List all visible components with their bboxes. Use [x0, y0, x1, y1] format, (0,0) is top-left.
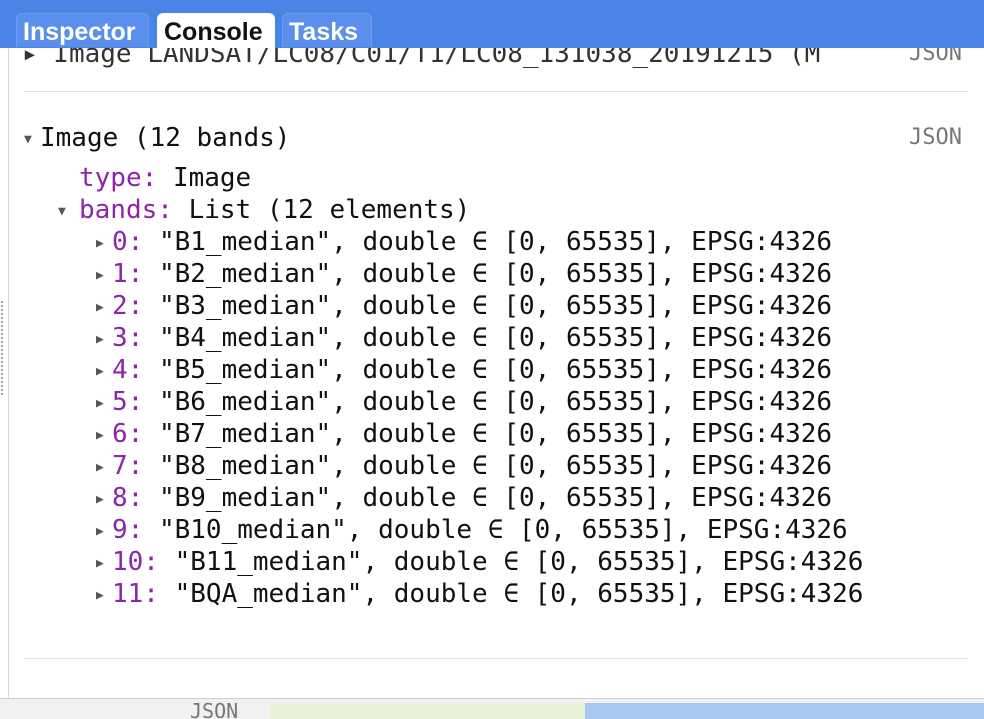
previous-json-button[interactable]: JSON	[909, 48, 962, 66]
band-index: 10:	[112, 547, 159, 577]
band-value: "B9_median", double ∈ [0, 65535], EPSG:4…	[158, 483, 833, 513]
band-row[interactable]: ▶ 5: "B6_median", double ∈ [0, 65535], EP…	[96, 386, 832, 420]
map-area	[270, 703, 600, 719]
band-value: "B1_median", double ∈ [0, 65535], EPSG:4…	[158, 227, 833, 257]
bands-key: bands:	[79, 195, 173, 225]
triangle-right-icon[interactable]: ▶	[96, 364, 104, 379]
band-value: "B5_median", double ∈ [0, 65535], EPSG:4…	[158, 355, 833, 385]
previous-entry-text: ▸ Image LANDSAT/LC08/C01/T1/LC08_131038_…	[22, 48, 821, 69]
band-row[interactable]: ▶ 0: "B1_median", double ∈ [0, 65535], EP…	[96, 226, 832, 260]
console-panel: ▸ Image LANDSAT/LC08/C01/T1/LC08_131038_…	[0, 48, 984, 698]
tab-bar: Inspector Console Tasks	[0, 0, 984, 49]
triangle-right-icon[interactable]: ▶	[96, 332, 104, 347]
band-value: "B6_median", double ∈ [0, 65535], EPSG:4…	[158, 387, 833, 417]
triangle-right-icon[interactable]: ▶	[96, 268, 104, 283]
band-value: "B4_median", double ∈ [0, 65535], EPSG:4…	[158, 323, 833, 353]
bands-property[interactable]: ▼ bands: List (12 elements)	[58, 194, 470, 228]
map-water-area	[585, 703, 984, 719]
band-row[interactable]: ▶ 8: "B9_median", double ∈ [0, 65535], EP…	[96, 482, 832, 516]
band-row[interactable]: ▶ 6: "B7_median", double ∈ [0, 65535], EP…	[96, 418, 832, 452]
type-property: type: Image	[79, 162, 251, 194]
image-entry-title: Image (12 bands)	[40, 123, 291, 153]
band-index: 8:	[112, 483, 144, 513]
triangle-right-icon[interactable]: ▶	[96, 236, 104, 251]
tab-tasks[interactable]: Tasks	[282, 13, 372, 47]
band-index: 11:	[112, 579, 159, 609]
triangle-right-icon[interactable]: ▶	[96, 300, 104, 315]
tab-console[interactable]: Console	[157, 13, 275, 49]
bands-value: List (12 elements)	[188, 195, 471, 225]
type-key: type:	[79, 163, 158, 193]
band-row[interactable]: ▶ 10: "B11_median", double ∈ [0, 65535], …	[96, 546, 863, 580]
triangle-right-icon[interactable]: ▶	[96, 588, 104, 603]
band-value: "B10_median", double ∈ [0, 65535], EPSG:…	[158, 515, 848, 545]
entry-divider	[24, 91, 968, 92]
band-row[interactable]: ▶ 11: "BQA_median", double ∈ [0, 65535], …	[96, 578, 863, 612]
band-row[interactable]: ▶ 9: "B10_median", double ∈ [0, 65535], E…	[96, 514, 848, 548]
previous-console-entry[interactable]: ▸ Image LANDSAT/LC08/C01/T1/LC08_131038_…	[22, 48, 967, 74]
triangle-right-icon[interactable]: ▶	[96, 460, 104, 475]
band-index: 2:	[112, 291, 144, 321]
band-index: 5:	[112, 387, 144, 417]
band-index: 6:	[112, 419, 144, 449]
triangle-down-icon[interactable]: ▼	[24, 132, 32, 147]
resize-grip-icon[interactable]	[0, 300, 4, 396]
band-value: "B11_median", double ∈ [0, 65535], EPSG:…	[174, 547, 864, 577]
type-value: Image	[172, 163, 252, 193]
band-row[interactable]: ▶ 1: "B2_median", double ∈ [0, 65535], EP…	[96, 258, 832, 292]
band-index: 9:	[112, 515, 144, 545]
cut-json-label: JSON	[190, 699, 239, 719]
triangle-right-icon[interactable]: ▶	[96, 524, 104, 539]
band-value: "B3_median", double ∈ [0, 65535], EPSG:4…	[158, 291, 833, 321]
band-row[interactable]: ▶ 2: "B3_median", double ∈ [0, 65535], EP…	[96, 290, 832, 324]
map-strip-below: JSON	[0, 698, 984, 719]
band-index: 7:	[112, 451, 144, 481]
triangle-right-icon[interactable]: ▶	[96, 556, 104, 571]
band-index: 4:	[112, 355, 144, 385]
image-entry-header[interactable]: ▼ Image (12 bands)	[24, 122, 290, 156]
band-value: "B2_median", double ∈ [0, 65535], EPSG:4…	[158, 259, 833, 289]
band-index: 3:	[112, 323, 144, 353]
tab-inspector[interactable]: Inspector	[16, 13, 149, 47]
entry-divider	[24, 658, 968, 659]
image-json-button[interactable]: JSON	[909, 125, 962, 150]
triangle-down-icon[interactable]: ▼	[58, 204, 66, 219]
band-row[interactable]: ▶ 7: "B8_median", double ∈ [0, 65535], EP…	[96, 450, 832, 484]
band-value: "B7_median", double ∈ [0, 65535], EPSG:4…	[158, 419, 833, 449]
band-row[interactable]: ▶ 3: "B4_median", double ∈ [0, 65535], EP…	[96, 322, 832, 356]
band-row[interactable]: ▶ 4: "B5_median", double ∈ [0, 65535], EP…	[96, 354, 832, 388]
band-index: 0:	[112, 227, 144, 257]
triangle-right-icon[interactable]: ▶	[96, 396, 104, 411]
band-index: 1:	[112, 259, 144, 289]
triangle-right-icon[interactable]: ▶	[96, 428, 104, 443]
panel-left-border	[8, 48, 9, 698]
band-value: "B8_median", double ∈ [0, 65535], EPSG:4…	[158, 451, 833, 481]
band-value: "BQA_median", double ∈ [0, 65535], EPSG:…	[174, 579, 864, 609]
triangle-right-icon[interactable]: ▶	[96, 492, 104, 507]
